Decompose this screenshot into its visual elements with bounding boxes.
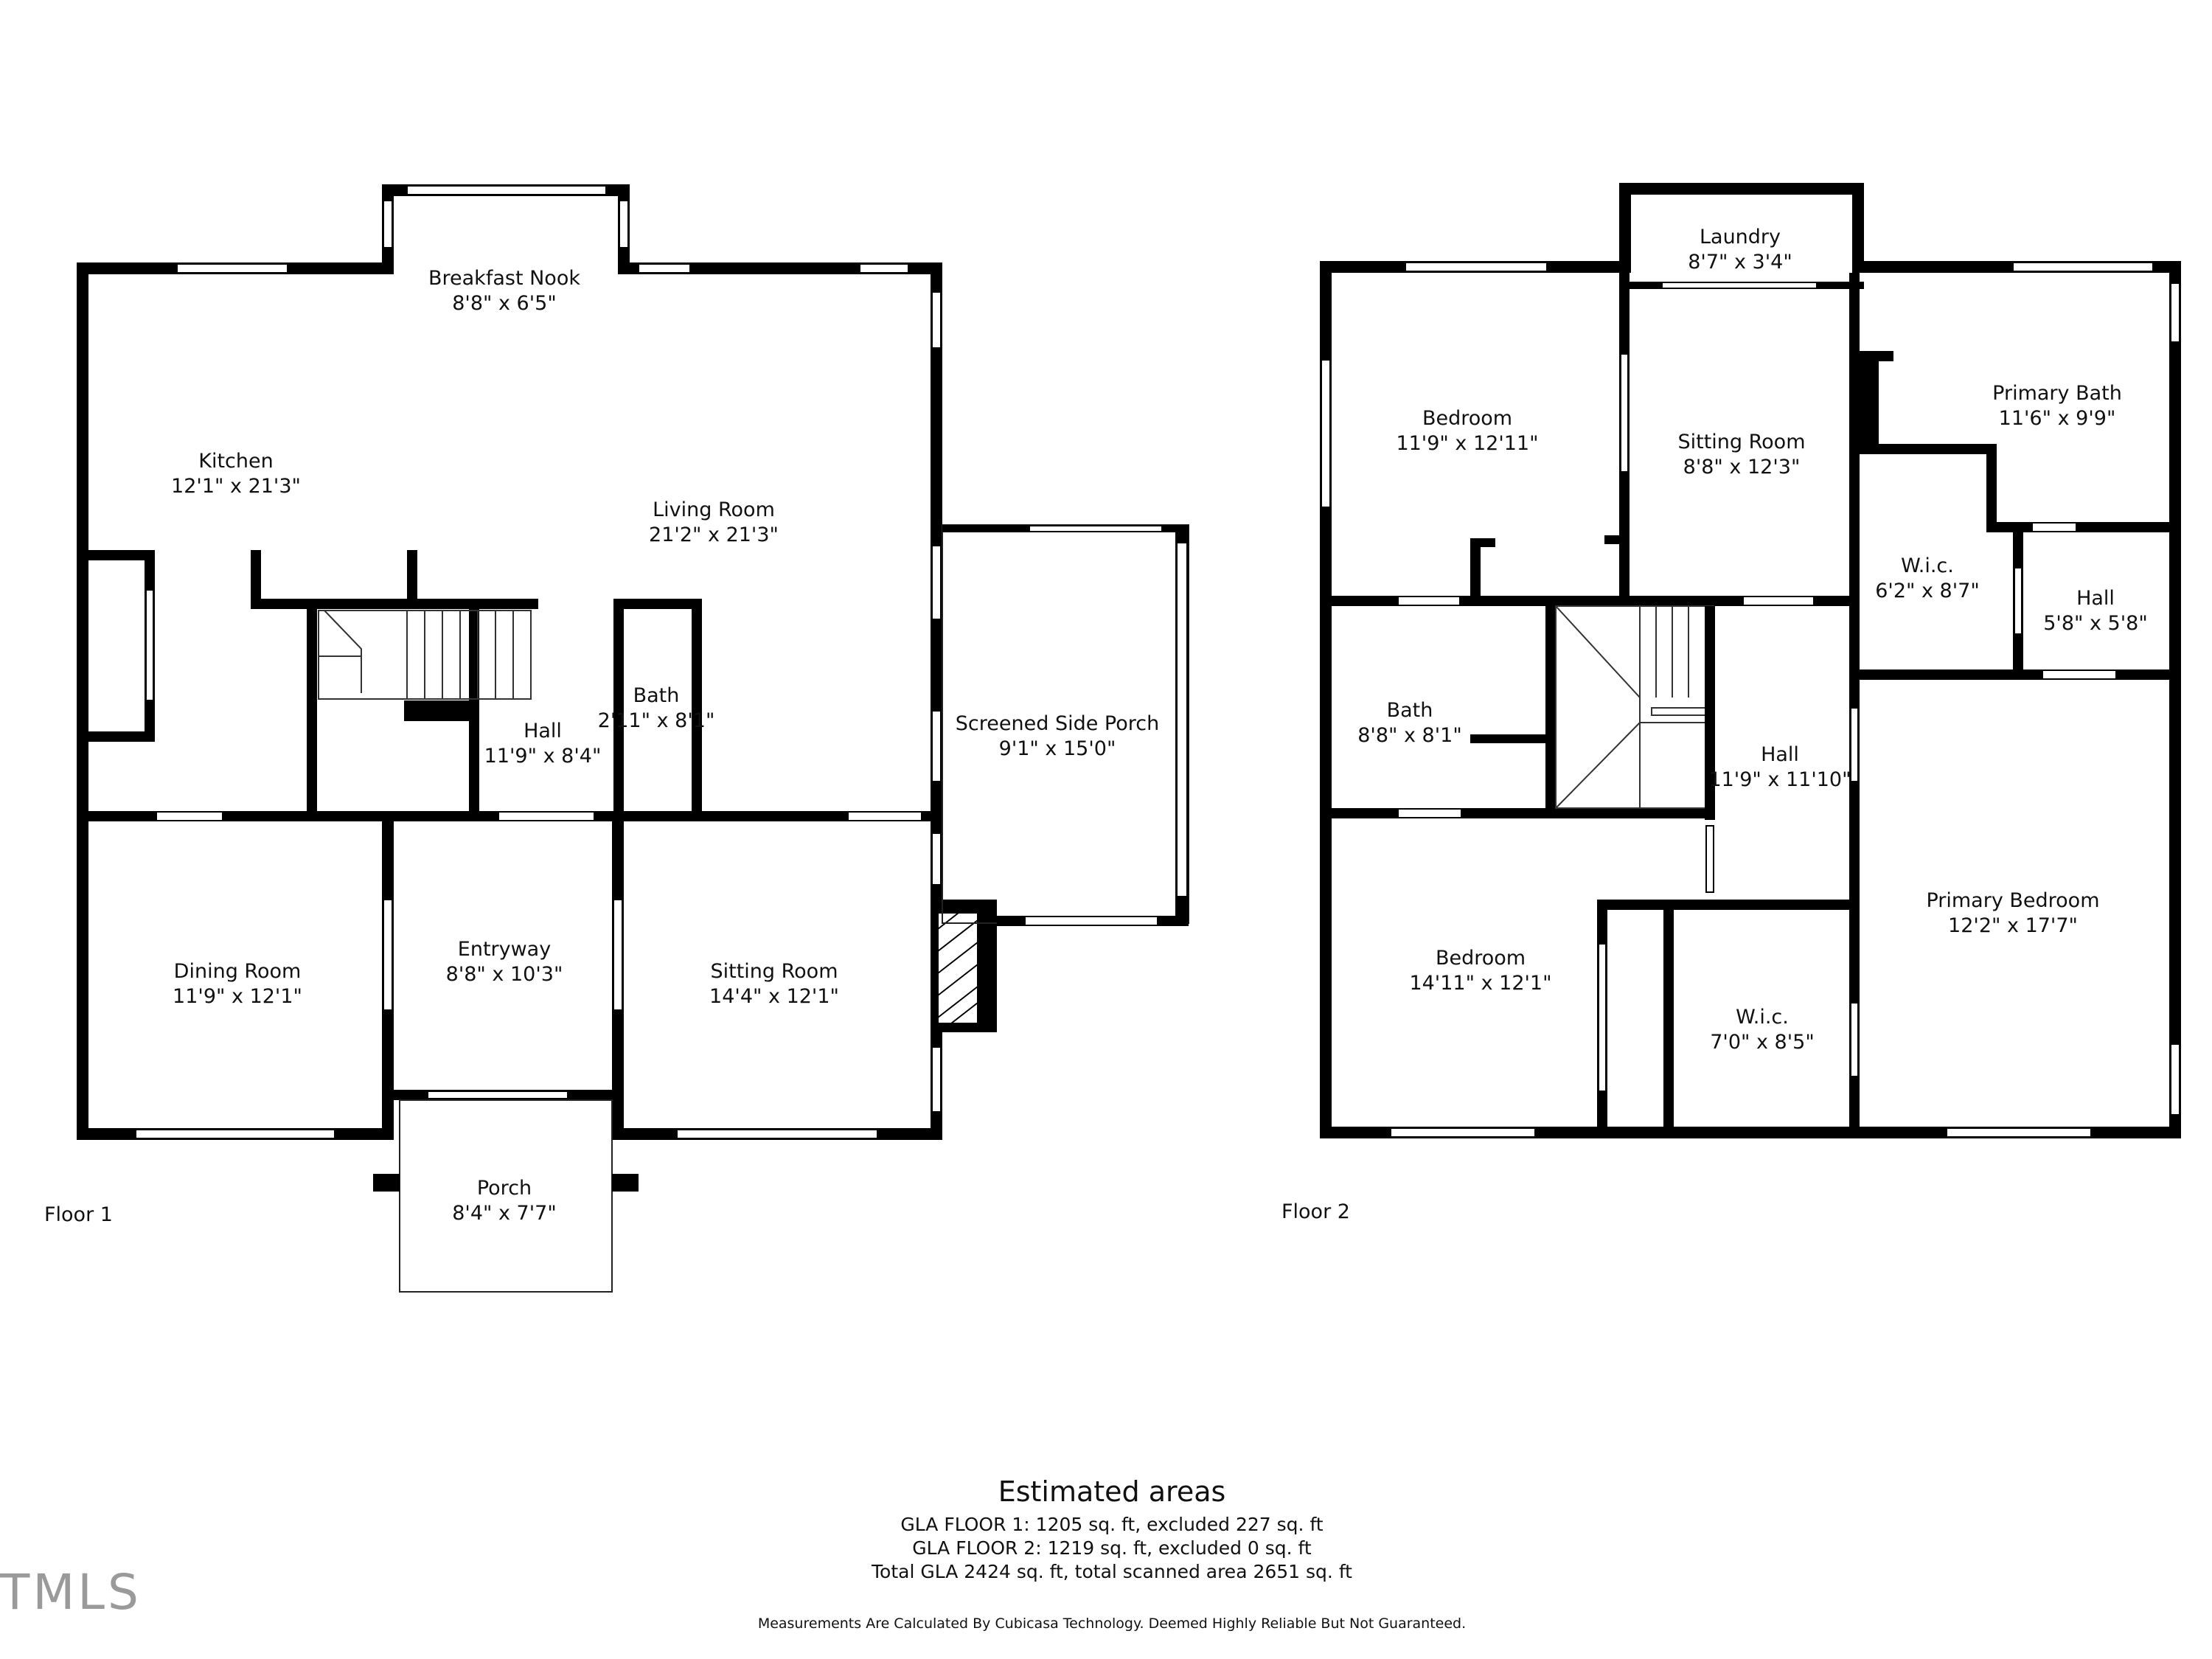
room-name-primary-bedroom: Primary Bedroom <box>1926 889 2099 912</box>
room-dims-bath-2: 8'8" x 8'1" <box>1357 724 1462 747</box>
total-gla-line: Total GLA 2424 sq. ft, total scanned are… <box>871 1561 1352 1582</box>
room-dims-hall-1: 11'9" x 8'4" <box>484 745 602 768</box>
room-name-primary-bath: Primary Bath <box>1992 382 2122 405</box>
room-name-sitting-room-1: Sitting Room <box>710 960 838 983</box>
room-dims-bedroom-a: 11'9" x 12'11" <box>1396 432 1538 455</box>
floor-1-label: Floor 1 <box>44 1203 113 1226</box>
room-dims-breakfast-nook: 8'8" x 6'5" <box>452 292 557 315</box>
room-name-bedroom-a: Bedroom <box>1422 407 1512 430</box>
room-name-bath-2: Bath <box>1387 699 1433 722</box>
room-name-laundry: Laundry <box>1700 226 1781 248</box>
room-dims-living-room: 21'2" x 21'3" <box>649 524 779 546</box>
floor-1-plan <box>77 184 1189 1293</box>
room-name-bath-1: Bath <box>633 684 680 707</box>
stairs-floor-2 <box>1555 605 1714 809</box>
room-dims-wic-a: 6'2" x 8'7" <box>1875 580 1980 602</box>
room-name-hall-1: Hall <box>524 720 562 742</box>
room-dims-primary-bedroom: 12'2" x 17'7" <box>1948 914 2078 937</box>
mls-logo: TMLS <box>0 1564 142 1621</box>
room-dims-primary-bath: 11'6" x 9'9" <box>1999 407 2116 430</box>
estimated-areas-title: Estimated areas <box>998 1475 1226 1508</box>
room-dims-wic-b: 7'0" x 8'5" <box>1710 1031 1815 1054</box>
room-dims-entryway: 8'8" x 10'3" <box>446 963 563 986</box>
room-name-sitting-room-2: Sitting Room <box>1677 431 1805 453</box>
room-dims-bedroom-b: 14'11" x 12'1" <box>1409 972 1551 995</box>
room-dims-sitting-room-1: 14'4" x 12'1" <box>709 985 839 1008</box>
disclaimer-text: Measurements Are Calculated By Cubicasa … <box>758 1615 1466 1632</box>
room-name-dining-room: Dining Room <box>174 960 302 983</box>
room-name-living-room: Living Room <box>653 498 775 521</box>
room-dims-hall-2a: 5'8" x 5'8" <box>2043 612 2148 635</box>
room-dims-hall-2b: 11'9" x 11'10" <box>1708 768 1851 791</box>
floor-2-label: Floor 2 <box>1281 1200 1350 1223</box>
floor-2-plan <box>1320 183 2181 1138</box>
room-name-breakfast-nook: Breakfast Nook <box>428 267 580 290</box>
room-name-bedroom-b: Bedroom <box>1436 947 1526 970</box>
room-dims-porch: 8'4" x 7'7" <box>452 1202 557 1225</box>
room-name-kitchen: Kitchen <box>198 450 273 473</box>
room-dims-screened-side-porch: 9'1" x 15'0" <box>999 737 1116 760</box>
room-name-hall-2b: Hall <box>1761 743 1799 766</box>
room-name-screened-side-porch: Screened Side Porch <box>956 712 1159 735</box>
room-name-wic-a: W.i.c. <box>1901 554 1954 577</box>
room-name-porch: Porch <box>477 1177 532 1200</box>
room-dims-kitchen: 12'1" x 21'3" <box>171 475 301 498</box>
stairs-floor-1 <box>318 610 532 700</box>
room-name-wic-b: W.i.c. <box>1736 1006 1789 1029</box>
room-name-hall-2a: Hall <box>2076 587 2115 610</box>
room-name-entryway: Entryway <box>458 938 551 961</box>
gla-floor-1-line: GLA FLOOR 1: 1205 sq. ft, excluded 227 s… <box>900 1514 1323 1535</box>
room-dims-sitting-room-2: 8'8" x 12'3" <box>1683 456 1801 479</box>
gla-floor-2-line: GLA FLOOR 2: 1219 sq. ft, excluded 0 sq.… <box>912 1537 1312 1559</box>
room-dims-laundry: 8'7" x 3'4" <box>1688 251 1792 274</box>
room-dims-bath-1: 2'11" x 8'1" <box>598 709 715 732</box>
room-dims-dining-room: 11'9" x 12'1" <box>173 985 302 1008</box>
